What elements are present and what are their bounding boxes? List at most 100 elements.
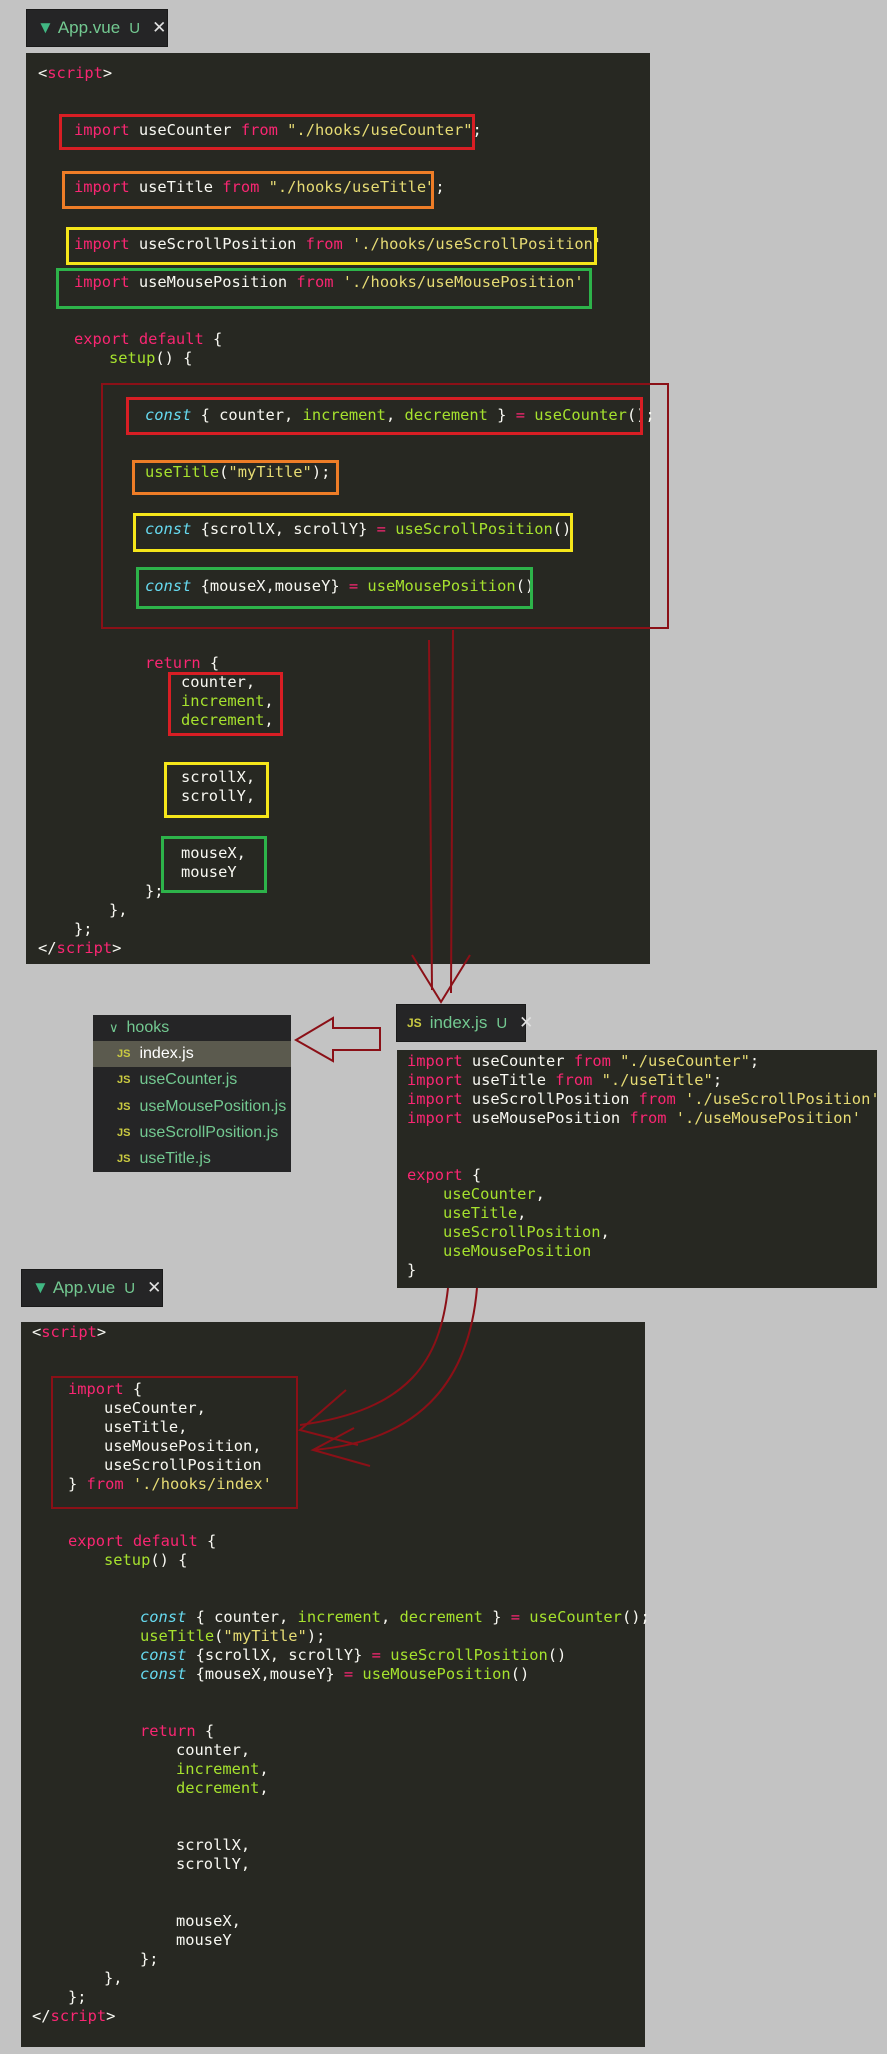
file-item-index-js[interactable]: JS index.js: [93, 1041, 291, 1067]
code-token: mouseX,: [176, 1912, 241, 1930]
code-line: useTitle("myTitle");: [140, 1627, 325, 1646]
code-token: =: [376, 520, 396, 538]
code-token: );: [306, 1627, 326, 1645]
code-token: return: [145, 654, 210, 672]
code-token: =: [371, 1646, 391, 1664]
tab-label: index.js: [429, 1013, 488, 1032]
close-icon[interactable]: ✕: [519, 1013, 534, 1032]
code-token: >: [96, 1323, 107, 1341]
code-line: useCounter,: [104, 1399, 206, 1418]
code-token: {: [209, 654, 220, 672]
code-token: import: [407, 1109, 472, 1127]
code-line: <script>: [32, 1323, 106, 1342]
code-token: useScrollPosition: [395, 520, 553, 538]
code-token: ,: [600, 1223, 610, 1241]
vue-icon: ▼: [32, 1278, 49, 1297]
code-token: import: [74, 273, 139, 291]
code-line: } from './hooks/index': [68, 1475, 272, 1494]
code-token: useTitle,: [104, 1418, 188, 1436]
code-token: decrement: [399, 1608, 483, 1626]
file-explorer: ∨ hooks JS index.js JS useCounter.js JS …: [93, 1015, 291, 1172]
code-token: () {: [150, 1551, 188, 1569]
code-line: };: [68, 1988, 87, 2007]
code-token: "./hooks/useCounter": [287, 121, 473, 139]
code-token: useCounter,: [104, 1399, 206, 1417]
code-token: },: [109, 901, 128, 919]
code-token: { counter,: [200, 406, 303, 424]
file-item-usecounter-js[interactable]: JS useCounter.js: [93, 1067, 291, 1093]
code-line: import {: [68, 1380, 142, 1399]
code-token: mouseX,: [181, 844, 246, 862]
file-item-usemouseposition-js[interactable]: JS useMousePosition.js: [93, 1094, 291, 1120]
code-token: decrement: [404, 406, 488, 424]
file-name: useTitle.js: [139, 1150, 211, 1167]
code-token: "myTitle": [223, 1627, 307, 1645]
file-item-usescrollposition-js[interactable]: JS useScrollPosition.js: [93, 1120, 291, 1146]
js-icon: JS: [407, 1016, 422, 1030]
highlight-box-yellow: [164, 762, 269, 818]
code-token: scrollX,: [176, 1836, 251, 1854]
code-line: useCounter,: [443, 1185, 545, 1204]
app-vue-tab-top[interactable]: ▼ App.vue U ✕: [26, 9, 168, 47]
file-item-usetitle-js[interactable]: JS useTitle.js: [93, 1146, 291, 1172]
code-line: const {mouseX,mouseY} = useMousePosition…: [145, 577, 534, 596]
code-token: };: [140, 1950, 159, 1968]
code-token: ;: [749, 1052, 760, 1070]
code-token: useTitle: [145, 463, 220, 481]
arrow-curve: [312, 1287, 478, 1451]
code-token: import: [74, 178, 139, 196]
code-token: }: [487, 406, 516, 424]
code-token: useMousePosition: [471, 1109, 630, 1127]
code-line: import useCounter from "./hooks/useCount…: [74, 121, 482, 140]
code-token: from: [305, 235, 353, 253]
code-token: ();: [621, 1608, 650, 1626]
code-token: ,: [259, 1760, 269, 1778]
code-token: useCounter: [534, 406, 627, 424]
code-line: import useTitle from "./hooks/useTitle";: [74, 178, 445, 197]
code-token: useCounter: [138, 121, 241, 139]
index-js-tab[interactable]: JS index.js U ✕: [396, 1004, 533, 1042]
code-token: increment: [181, 692, 265, 710]
code-line: useScrollPosition: [104, 1456, 262, 1475]
highlight-box-yellow: [133, 513, 573, 552]
code-token: from: [629, 1109, 676, 1127]
code-line: increment,: [181, 692, 274, 711]
bottom-code-editor[interactable]: [21, 1322, 645, 2047]
code-line: setup() {: [109, 349, 192, 368]
code-token: export default: [74, 330, 213, 348]
code-token: =: [510, 1608, 530, 1626]
code-token: script: [47, 64, 103, 82]
code-token: counter,: [176, 1741, 251, 1759]
top-code-editor[interactable]: [26, 53, 650, 964]
code-token: "./useCounter": [620, 1052, 750, 1070]
tab-label: App.vue: [57, 18, 121, 37]
code-line: }: [407, 1261, 416, 1280]
code-line: decrement,: [181, 711, 274, 730]
close-icon[interactable]: ✕: [152, 18, 167, 37]
code-token: ,: [264, 692, 274, 710]
code-line: const {scrollX, scrollY} = useScrollPosi…: [145, 520, 571, 539]
code-line: useMousePosition: [443, 1242, 591, 1261]
index-js-code-editor[interactable]: [397, 1050, 877, 1288]
code-token: >: [106, 2007, 116, 2025]
highlight-box-orange: [132, 460, 339, 495]
code-line: const {mouseX,mouseY} = useMousePosition…: [140, 1665, 529, 1684]
close-icon[interactable]: ✕: [147, 1278, 162, 1297]
folder-hooks[interactable]: ∨ hooks: [93, 1015, 291, 1041]
code-line: import useScrollPosition from './hooks/u…: [74, 235, 602, 254]
code-line: };: [74, 920, 93, 939]
app-vue-tab-bottom[interactable]: ▼ App.vue U ✕: [21, 1269, 163, 1307]
import-group-box: [51, 1376, 298, 1509]
code-token: from: [222, 178, 269, 196]
code-token: './useMousePosition': [675, 1109, 862, 1127]
code-token: {: [213, 330, 223, 348]
highlight-box-green: [161, 836, 267, 893]
code-token: );: [311, 463, 331, 481]
code-token: }: [482, 1608, 511, 1626]
code-token: ,: [259, 1779, 269, 1797]
folder-label: hooks: [126, 1019, 170, 1036]
code-line: },: [104, 1969, 123, 1988]
code-token: script: [41, 1323, 97, 1341]
code-token: import: [407, 1090, 472, 1108]
code-line: <script>: [38, 64, 112, 83]
